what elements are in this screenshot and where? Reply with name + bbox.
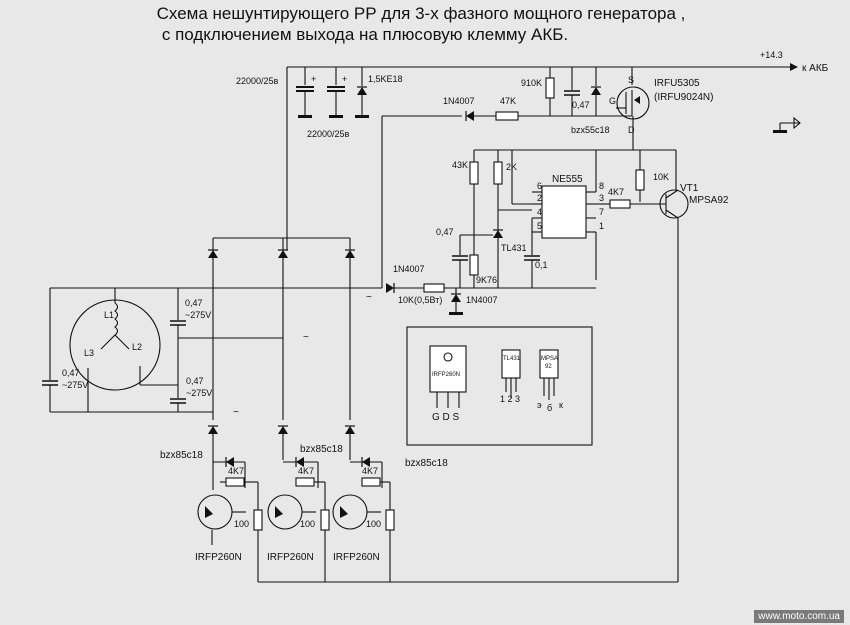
svg-text:6: 6 — [537, 181, 542, 191]
output-capacitor-2: + — [327, 67, 347, 118]
svg-text:5: 5 — [537, 221, 542, 231]
svg-text:S: S — [628, 75, 634, 85]
title-line-2: с подключением выхода на плюсовую клемму… — [161, 25, 569, 44]
svg-text:IRFP260N: IRFP260N — [267, 552, 314, 563]
svg-text:MPSA: MPSA — [541, 356, 558, 362]
svg-text:100: 100 — [366, 519, 381, 529]
ground-symbol — [773, 116, 801, 133]
svg-text:bzx85c18: bzx85c18 — [405, 458, 448, 469]
output-capacitor-1: + — [296, 67, 316, 118]
svg-text:~275V: ~275V — [185, 310, 211, 320]
svg-text:7: 7 — [599, 207, 604, 217]
label-43k: 43K — [452, 160, 468, 170]
svg-text:3: 3 — [599, 193, 604, 203]
ac-capacitors — [170, 288, 283, 413]
label-c-top2: 22000/25в — [307, 129, 350, 139]
label-irfu9024: (IRFU9024N) — [654, 92, 713, 103]
ne555-chip — [512, 150, 597, 280]
label-mpsa92: MPSA92 — [689, 195, 729, 206]
svg-text:IRFP260N: IRFP260N — [333, 552, 380, 563]
positive-rail — [286, 63, 798, 250]
label-14v3: +14.3 — [760, 50, 783, 60]
label-4k7-mid: 4K7 — [608, 187, 624, 197]
ac-sense-line — [50, 282, 596, 315]
label-bzx55: bzx55c18 — [571, 125, 610, 135]
svg-text:G D S: G D S — [432, 412, 460, 423]
svg-text:~: ~ — [303, 332, 309, 343]
svg-text:0,47: 0,47 — [186, 376, 204, 386]
svg-text:D: D — [628, 125, 635, 135]
svg-text:0,47: 0,47 — [185, 298, 203, 308]
label-1n4007-top: 1N4007 — [443, 96, 475, 106]
title-line-1: Схема нешунтирующего РР для 3-х фазного … — [156, 4, 686, 23]
label-910k: 910K — [521, 78, 542, 88]
label-irfu5305: IRFU5305 — [654, 78, 700, 89]
label-tvs: 1,5KE18 — [368, 74, 403, 84]
package-legend-box — [406, 326, 593, 446]
reference-network — [452, 150, 540, 288]
label-10k-mid: 10K — [653, 172, 669, 182]
svg-text:8: 8 — [599, 181, 604, 191]
svg-text:+: + — [342, 74, 347, 84]
svg-text:4K7: 4K7 — [298, 466, 314, 476]
svg-text:L3: L3 — [84, 348, 94, 358]
svg-text:б: б — [547, 403, 552, 413]
label-2k: 2K — [506, 162, 517, 172]
svg-text:2: 2 — [537, 193, 542, 203]
label-c-top1: 22000/25в — [236, 76, 279, 86]
svg-text:100: 100 — [234, 519, 249, 529]
label-c047-top: 0,47 — [572, 100, 590, 110]
svg-text:1: 1 — [599, 221, 604, 231]
mosfet-stage-1 — [197, 456, 263, 582]
svg-text:~: ~ — [233, 407, 239, 418]
svg-text:4K7: 4K7 — [362, 466, 378, 476]
label-47k: 47K — [500, 96, 516, 106]
svg-text:1 2 3: 1 2 3 — [500, 394, 520, 404]
svg-text:~275V: ~275V — [62, 380, 88, 390]
label-akb: к АКБ — [802, 63, 829, 74]
svg-text:+: + — [311, 74, 316, 84]
tvs-diode — [355, 67, 369, 118]
label-1n4007-mid: 1N4007 — [393, 264, 425, 274]
main-p-mosfet — [616, 86, 650, 150]
footer-watermark: www.moto.com.ua — [754, 610, 844, 623]
mosfet-stage-2 — [267, 456, 330, 582]
label-10k05: 10K(0,5Вт) — [398, 295, 442, 305]
label-1n4007-low: 1N4007 — [466, 295, 498, 305]
mosfet-stage-3 — [332, 456, 395, 582]
label-vt1: VT1 — [680, 183, 699, 194]
label-9k76: 9K76 — [476, 275, 497, 285]
svg-text:bzx85c18: bzx85c18 — [160, 450, 203, 461]
svg-text:G: G — [609, 96, 616, 106]
label-c01: 0,1 — [535, 260, 548, 270]
feedback-path — [381, 110, 550, 288]
svg-text:TL431: TL431 — [503, 356, 521, 362]
generator-stator — [42, 288, 178, 413]
svg-text:L2: L2 — [132, 342, 142, 352]
svg-text:4K7: 4K7 — [228, 466, 244, 476]
svg-text:L1: L1 — [104, 310, 114, 320]
svg-text:92: 92 — [545, 364, 552, 370]
label-tl431: TL431 — [501, 243, 527, 253]
svg-text:0,47: 0,47 — [62, 368, 80, 378]
svg-text:IRFP260N: IRFP260N — [432, 372, 460, 378]
svg-text:к: к — [559, 400, 563, 410]
svg-text:э: э — [537, 400, 542, 410]
svg-text:IRFP260N: IRFP260N — [195, 552, 242, 563]
label-ne555: NE555 — [552, 174, 583, 185]
label-c047-mid: 0,47 — [436, 227, 454, 237]
svg-text:~275V: ~275V — [186, 388, 212, 398]
bridge-upper-diodes — [207, 237, 356, 420]
svg-text:~: ~ — [366, 292, 372, 303]
svg-text:4: 4 — [537, 207, 542, 217]
vt1-transistor — [474, 149, 689, 582]
svg-text:bzx85c18: bzx85c18 — [300, 444, 343, 455]
svg-text:100: 100 — [300, 519, 315, 529]
